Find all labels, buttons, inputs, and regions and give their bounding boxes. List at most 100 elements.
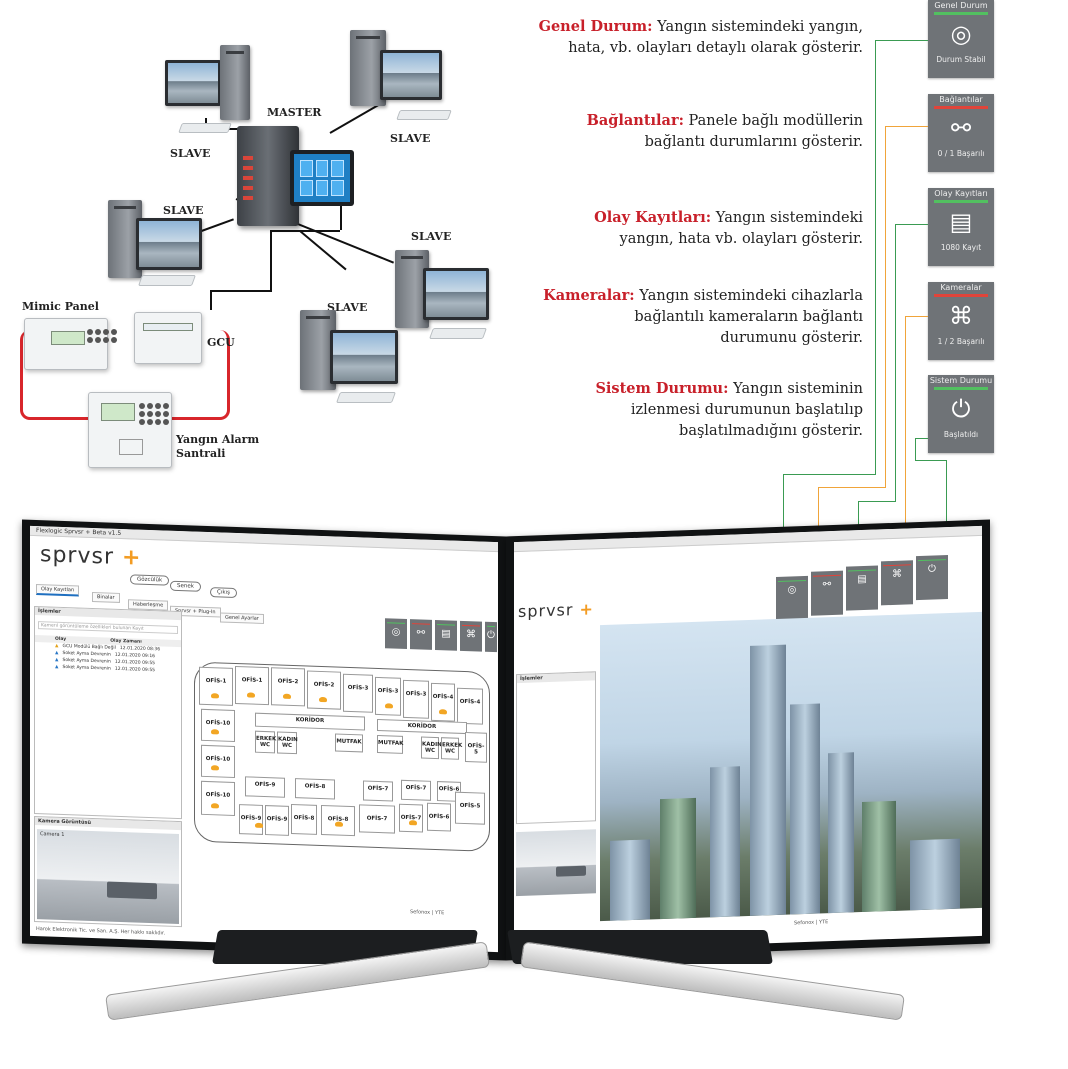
room[interactable]: OFİS-10 — [201, 708, 235, 742]
mini-tile-genel-durum[interactable]: ◎ — [385, 618, 407, 649]
tab-olay-kayitlari[interactable]: Olay Kayıtları — [36, 584, 80, 597]
room[interactable]: OFİS-9 — [239, 804, 263, 835]
fire-sensor-icon[interactable] — [439, 709, 447, 715]
room[interactable]: OFİS-9 — [245, 776, 285, 798]
room[interactable]: OFİS-7 — [399, 803, 423, 833]
room[interactable]: KADIN WC — [277, 731, 298, 755]
room[interactable]: OFİS-8 — [321, 804, 355, 837]
copyright-text: Harok Elektronik Tic. ve San. A.Ş. Her h… — [36, 926, 166, 937]
app-logo: sprvsr + — [518, 599, 594, 621]
room[interactable]: OFİS-7 — [363, 780, 393, 802]
tile-header: Olay Kayıtları — [934, 189, 988, 198]
mini-tile-genel-durum[interactable]: ◎ — [776, 575, 808, 622]
room[interactable]: MUTFAK — [377, 734, 403, 754]
room[interactable]: OFİS-5 — [465, 732, 487, 763]
fire-sensor-icon[interactable] — [211, 803, 219, 809]
tile-footer: Başlatıldı — [943, 430, 979, 439]
tab-genel-ayarlar[interactable]: Genel Ayarlar — [220, 612, 264, 624]
room[interactable]: OFİS-2 — [307, 670, 341, 710]
fire-sensor-icon[interactable] — [247, 692, 255, 698]
fire-sensor-icon[interactable] — [319, 696, 327, 703]
tile-olay-kayitlari[interactable]: Olay Kayıtları ▤ 1080 Kayıt — [928, 188, 994, 266]
legend-term: Olay Kayıtları: — [594, 209, 712, 226]
tower-building — [862, 800, 896, 913]
mini-tile-baglantilar[interactable]: ⚯ — [410, 619, 432, 650]
fire-sensor-icon[interactable] — [211, 729, 219, 735]
room[interactable]: OFİS-10 — [201, 780, 235, 816]
tile-sistem-durumu[interactable]: Sistem Durumu ⏻ Başlatıldı — [928, 375, 994, 453]
mini-tile-sistem-durumu[interactable]: ⏻ — [485, 621, 497, 653]
room[interactable]: OFİS-3 — [403, 679, 429, 719]
fire-sensor-icon[interactable] — [409, 820, 417, 826]
room[interactable]: OFİS-5 — [455, 791, 485, 825]
camera-feed[interactable]: Camera 1 — [37, 829, 179, 925]
mini-tile-kameralar[interactable]: ⌘ — [881, 560, 913, 606]
status-text: Sefonox | YTE — [410, 909, 445, 917]
pill-senek[interactable]: Senek — [170, 580, 201, 592]
building-camera-view[interactable] — [600, 611, 982, 922]
tile-footer: 1 / 2 Başarılı — [937, 337, 985, 346]
camera-panel: Kamera Görüntüsü Camera 1 — [34, 815, 182, 928]
room[interactable]: OFİS-10 — [201, 744, 235, 778]
room[interactable]: OFİS-8 — [295, 778, 335, 800]
mini-tile-sistem-durumu[interactable]: ⏻ — [916, 555, 948, 601]
app-logo: sprvsr + — [40, 542, 141, 571]
master-screen — [290, 150, 354, 206]
fire-sensor-icon[interactable] — [283, 693, 291, 699]
room[interactable]: ERKEK WC — [255, 730, 276, 754]
tile-baglantilar[interactable]: Bağlantılar ⚯ 0 / 1 Başarılı — [928, 94, 994, 172]
fire-sensor-icon[interactable] — [211, 765, 219, 771]
left-app-window: Flexlogic Sprvsr + Beta v1.5 sprvsr + Gö… — [30, 525, 498, 953]
mini-tile-olay-kayitlari[interactable]: ▤ — [435, 619, 457, 651]
room[interactable]: OFİS-2 — [271, 667, 305, 707]
room[interactable]: OFİS-6 — [427, 802, 451, 832]
info-icon: ▲ — [55, 664, 59, 670]
floor-plan[interactable]: OFİS-1 OFİS-1 OFİS-2 OFİS-2 OFİS-3 OFİS-… — [194, 661, 490, 852]
room[interactable]: MUTFAK — [335, 733, 363, 753]
connector-line — [858, 501, 896, 502]
tile-status-bar — [934, 200, 988, 203]
mini-tile-kameralar[interactable]: ⌘ — [460, 620, 482, 652]
pill-gozculuk[interactable]: Gözcülük — [130, 574, 170, 586]
tile-status-bar — [934, 12, 988, 15]
cell-event: Soket Ayma Devrenin — [62, 664, 111, 672]
tile-header: Bağlantılar — [939, 95, 983, 104]
search-input[interactable]: Kamerıl görüntüleme özellikleri bulunan … — [38, 621, 178, 634]
room[interactable]: OFİS-9 — [265, 805, 289, 836]
room[interactable]: OFİS-1 — [199, 666, 233, 706]
connection-icon: ⚯ — [822, 579, 832, 591]
room[interactable]: OFİS-8 — [291, 803, 317, 835]
pill-cikis[interactable]: Çıkış — [210, 587, 237, 599]
room[interactable]: OFİS-1 — [235, 665, 269, 706]
corridor[interactable]: KORİDOR — [255, 712, 365, 731]
mini-tile-olay-kayitlari[interactable]: ▤ — [846, 565, 878, 611]
camera-feed[interactable] — [516, 829, 596, 897]
master-label: MASTER — [267, 106, 322, 119]
room[interactable]: ERKEK WC — [441, 737, 462, 760]
room[interactable]: OFİS-7 — [359, 804, 395, 834]
fire-sensor-icon[interactable] — [385, 703, 393, 709]
room[interactable]: OFİS-3 — [343, 673, 373, 713]
legend-term: Bağlantılar: — [586, 112, 684, 129]
mini-tile-baglantilar[interactable]: ⚯ — [811, 570, 843, 616]
room[interactable]: OFİS-3 — [375, 676, 401, 716]
fire-sensor-icon[interactable] — [211, 693, 219, 699]
room[interactable]: KADIN WC — [421, 736, 442, 760]
fire-sensor-icon[interactable] — [335, 821, 343, 827]
connector-line — [895, 224, 896, 502]
tab-binalar[interactable]: Binalar — [92, 591, 120, 603]
connection-icon: ⚯ — [950, 114, 972, 142]
room[interactable]: OFİS-7 — [401, 779, 431, 801]
tile-genel-durum[interactable]: Genel Durum ◎ Durum Stabil — [928, 0, 994, 78]
sofa — [107, 881, 157, 900]
status-text: Sefonox | YTE — [794, 919, 829, 927]
connector-line — [905, 316, 906, 574]
tower-building — [828, 752, 854, 914]
tile-footer: 1080 Kayıt — [940, 243, 982, 252]
room[interactable]: OFİS-4 — [431, 682, 455, 722]
mimic-panel-device — [24, 318, 117, 370]
room[interactable]: OFİS-4 — [457, 687, 483, 725]
tile-kameralar[interactable]: Kameralar ⌘ 1 / 2 Başarılı — [928, 282, 994, 360]
corridor[interactable]: KORİDOR — [377, 718, 467, 735]
fire-sensor-icon[interactable] — [255, 822, 263, 828]
